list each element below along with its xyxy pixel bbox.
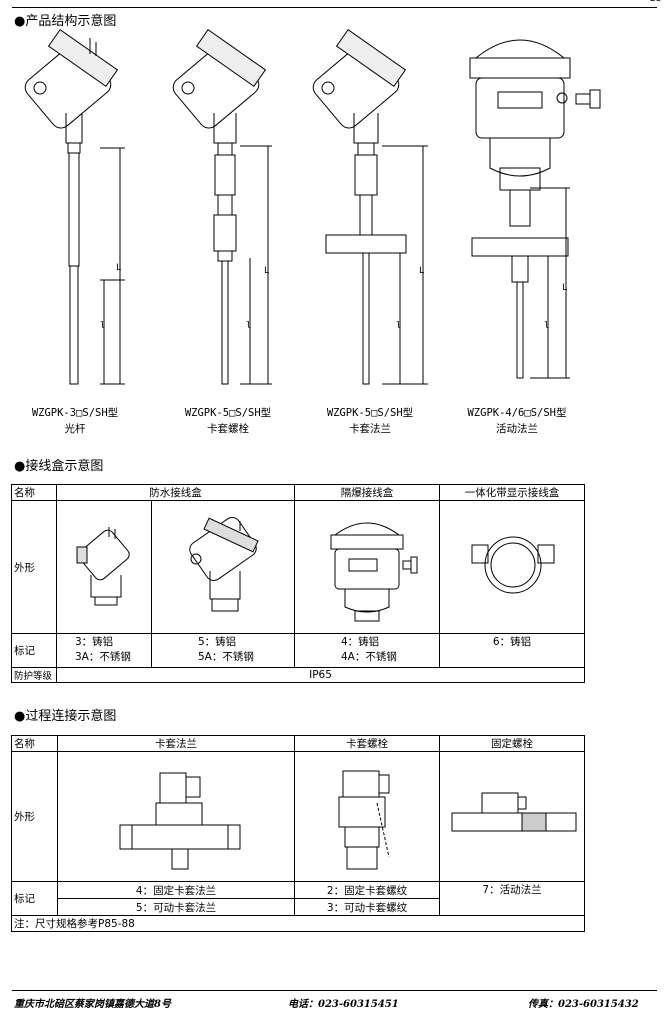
product-4-type: 活动法兰 <box>496 423 538 435</box>
dim-label-l-2: l <box>246 321 251 331</box>
jb-mark-explosion: 4：铸铝 4A：不锈钢 <box>294 633 440 668</box>
section-title-structure: ●产品结构示意图 <box>14 14 117 29</box>
footer-fax: 传真：023-60315432 <box>528 999 639 1010</box>
pc-mark-flange-a: 4：固定卡套法兰 <box>57 881 295 899</box>
jb-mark-5: 5：铸铝 <box>198 636 237 648</box>
product-3-caption: WZGPK-5□S/SH型 卡套法兰 <box>310 405 430 437</box>
product-1-caption: WZGPK-3□S/SH型 光杆 <box>20 405 130 437</box>
pc-header-name: 名称 <box>11 735 58 752</box>
dim-label-L-4: L <box>562 283 567 293</box>
pc-shape-flange <box>57 751 295 882</box>
pc-row-mark-label: 标记 <box>11 881 58 916</box>
header-rule <box>12 7 657 8</box>
product-3-drawing <box>312 29 428 385</box>
dim-label-l-4: l <box>544 321 549 331</box>
jb-protect-value: IP65 <box>56 667 585 683</box>
waterproof-box-2-drawing <box>189 516 259 612</box>
product-2-model: WZGPK-5□S/SH型 <box>184 407 272 419</box>
dim-label-L-1: L <box>116 263 121 273</box>
product-4-caption: WZGPK-4/6□S/SH型 活动法兰 <box>452 405 582 437</box>
dim-label-l-1: l <box>100 321 105 331</box>
product-1-model: WZGPK-3□S/SH型 <box>31 407 119 419</box>
jb-mark-5A: 5A：不锈钢 <box>198 651 254 663</box>
product-2-type: 卡套螺栓 <box>207 423 249 435</box>
jb-mark-4A: 4A：不锈钢 <box>341 651 397 663</box>
jb-header-explosion: 隔爆接线盒 <box>294 484 440 501</box>
jb-mark-display: 6：铸铝 <box>439 633 585 668</box>
jb-shape-waterproof-1 <box>56 500 152 634</box>
section-title-process-connection: ●过程连接示意图 <box>14 709 117 724</box>
pc-mark-bolt-b: 3：可动卡套螺纹 <box>294 898 440 916</box>
footer-phone: 电话：023-60315451 <box>288 999 399 1010</box>
jb-header-name: 名称 <box>11 484 57 501</box>
product-4-model: WZGPK-4/6□S/SH型 <box>467 407 567 419</box>
jb-mark-3: 3：铸铝 <box>75 636 114 648</box>
section-title-junction-box: ●接线盒示意图 <box>14 459 104 474</box>
jb-mark-6: 6：铸铝 <box>492 636 532 648</box>
pc-header-fixed: 固定螺栓 <box>439 735 585 752</box>
product-1-type: 光杆 <box>64 423 86 435</box>
bolt-connection-drawing <box>338 770 390 869</box>
pc-shape-fixed <box>439 751 585 882</box>
footer-address: 重庆市北碚区蔡家岗镇嘉德大道8号 <box>14 999 171 1010</box>
pc-mark-fixed-a: 7：活动法兰 <box>439 881 585 916</box>
pc-shape-bolt <box>294 751 440 882</box>
footer-rule <box>12 990 657 991</box>
jb-shape-waterproof-2 <box>151 500 295 634</box>
process-connection-table: 名称 卡套法兰 卡套螺栓 固定螺栓 外形 <box>11 735 585 932</box>
product-2-caption: WZGPK-5□S/SH型 卡套螺栓 <box>168 405 288 437</box>
product-2-drawing <box>172 29 272 385</box>
junction-box-table: 名称 防水接线盒 隔爆接线盒 一体化带显示接线盒 外形 <box>11 484 585 683</box>
pc-row-shape-label: 外形 <box>11 751 58 882</box>
dim-label-L-3: L <box>419 266 424 276</box>
product-3-type: 卡套法兰 <box>349 423 391 435</box>
jb-shape-explosion <box>294 500 440 634</box>
fixed-bolt-drawing <box>451 792 577 831</box>
explosion-box-drawing <box>330 522 418 622</box>
pc-header-flange: 卡套法兰 <box>57 735 295 752</box>
jb-header-waterproof: 防水接线盒 <box>56 484 295 501</box>
pc-header-bolt: 卡套螺栓 <box>294 735 440 752</box>
jb-mark-4: 4：铸铝 <box>341 636 380 648</box>
flange-connection-drawing <box>119 772 241 869</box>
dim-label-l-3: l <box>396 321 401 331</box>
display-box-drawing <box>471 536 555 594</box>
jb-mark-waterproof-2: 5：铸铝 5A：不锈钢 <box>151 633 295 668</box>
jb-row-protect-label: 防护等级 <box>11 667 57 683</box>
pc-mark-bolt-a: 2：固定卡套螺纹 <box>294 881 440 899</box>
waterproof-box-1-drawing <box>76 527 130 606</box>
jb-row-mark-label: 标记 <box>11 633 57 668</box>
product-1-drawing <box>24 29 125 385</box>
jb-row-shape-label: 外形 <box>11 500 57 634</box>
jb-mark-3A: 3A：不锈钢 <box>75 651 131 663</box>
product-4-drawing <box>469 39 601 379</box>
jb-header-display: 一体化带显示接线盒 <box>439 484 585 501</box>
page-number: 23 <box>650 0 661 4</box>
jb-mark-waterproof-1: 3：铸铝 3A：不锈钢 <box>56 633 152 668</box>
pc-mark-flange-b: 5：可动卡套法兰 <box>57 898 295 916</box>
pc-note: 注：尺寸规格参考P85-88 <box>11 915 585 932</box>
product-3-model: WZGPK-5□S/SH型 <box>326 407 414 419</box>
product-structure-drawings: L l L l L l L l <box>24 29 601 385</box>
jb-shape-display <box>439 500 585 634</box>
dim-label-L-2: L <box>264 266 269 276</box>
